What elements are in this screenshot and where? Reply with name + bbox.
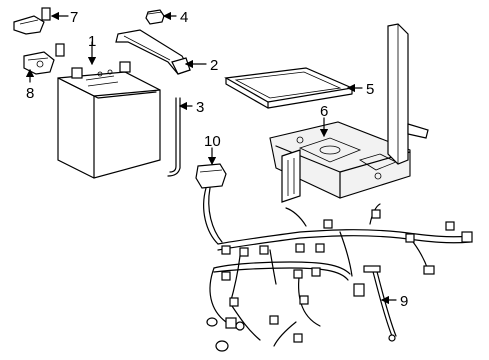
callout-labels: 1 2 3 4 5 6 7 8 9 10 [26, 9, 408, 310]
callout-10: 10 [204, 133, 221, 150]
battery-carrier [269, 121, 411, 203]
callout-2: 2 [210, 57, 218, 74]
positive-terminal [13, 7, 51, 35]
hold-down-rod [167, 97, 181, 177]
support-bracket [387, 23, 429, 165]
battery [57, 61, 161, 179]
harness-connectors [206, 209, 473, 352]
battery-tray [224, 67, 355, 109]
fusible-link-block [195, 163, 227, 189]
callout-leaders [25, 11, 397, 305]
negative-terminal [23, 43, 65, 75]
callout-3: 3 [196, 99, 204, 116]
callout-6: 6 [320, 103, 328, 120]
callout-8: 8 [26, 85, 34, 102]
callout-7: 7 [70, 9, 78, 26]
callout-5: 5 [366, 81, 374, 98]
callout-9: 9 [400, 293, 408, 310]
callout-4: 4 [180, 9, 188, 26]
callout-1: 1 [88, 33, 96, 50]
nut [145, 9, 165, 25]
